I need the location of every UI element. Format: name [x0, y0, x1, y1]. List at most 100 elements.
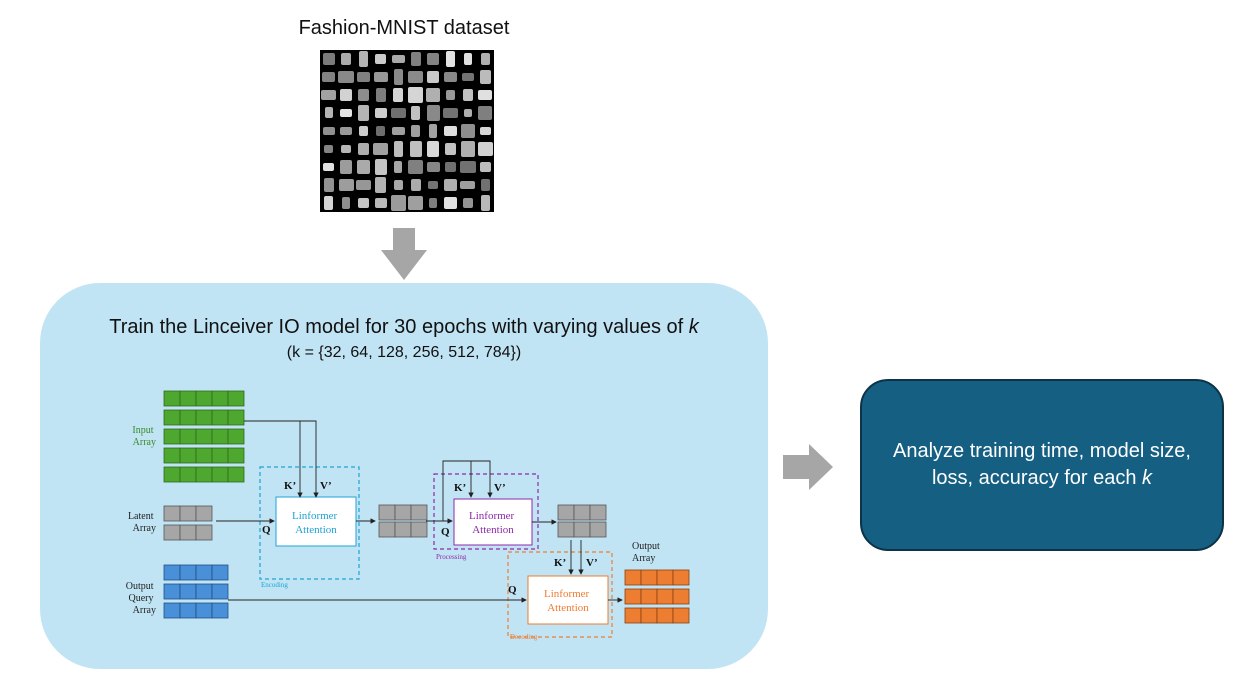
processing-label: Processing [436, 553, 467, 561]
grid-cell [672, 569, 690, 586]
grid-cell [394, 504, 412, 521]
grid-cell [195, 505, 213, 522]
dataset-thumbnail [376, 126, 386, 136]
dataset-thumbnail [356, 180, 371, 190]
encoding-attention-box [275, 496, 357, 547]
grid-cell [227, 428, 245, 445]
dataset-thumbnail [340, 126, 352, 136]
encoding-attention-label: Linformer Attention [292, 510, 340, 536]
dataset-thumbnail [340, 144, 352, 154]
grid-cell [195, 409, 213, 426]
dataset-thumbnail [443, 196, 458, 210]
grid-cell [211, 409, 229, 426]
grid-cell [211, 583, 229, 600]
dataset-thumbnail [460, 160, 476, 174]
encoding-region [259, 466, 360, 580]
dataset-thumbnail [357, 105, 370, 121]
dataset-thumbnail [479, 126, 491, 136]
dataset-thumbnail [373, 71, 388, 83]
grid-cell [211, 447, 229, 464]
dataset-thumbnail [391, 126, 405, 136]
grid-cell [179, 466, 197, 483]
dataset-thumbnail [478, 105, 493, 121]
processing-k-label: K’ [454, 482, 466, 494]
dataset-thumbnail [461, 124, 475, 138]
dataset-thumbnail [357, 89, 370, 101]
grid-cell [557, 521, 575, 538]
dataset-thumbnail [322, 52, 335, 66]
dataset-thumbnail [426, 88, 440, 102]
grid-cell [195, 447, 213, 464]
output-array-grid [624, 569, 690, 624]
dataset-thumbnail [411, 125, 421, 137]
dataset-thumbnail [444, 161, 457, 173]
dataset-thumbnail [409, 141, 422, 157]
dataset-thumbnail [390, 107, 406, 119]
training-panel [40, 283, 768, 669]
processing-attention-box [453, 498, 533, 546]
dataset-thumbnail [410, 52, 421, 66]
grid-cell [195, 564, 213, 581]
grid-cell [394, 521, 412, 538]
grid-cell [227, 390, 245, 407]
dataset-thumbnail [460, 141, 475, 157]
dataset-thumbnail [443, 179, 458, 191]
grid-cell [410, 521, 428, 538]
grid-cell [211, 390, 229, 407]
grid-cell [211, 466, 229, 483]
dataset-thumbnail [410, 179, 421, 191]
dataset-thumbnail [427, 141, 439, 157]
dataset-thumbnail [477, 142, 494, 156]
processing-attention-label: Linformer Attention [469, 510, 517, 536]
dataset-thumbnail [463, 108, 473, 118]
grid-cell [573, 504, 591, 521]
dataset-thumbnail [426, 52, 440, 65]
dataset-thumbnail [393, 87, 404, 103]
dataset-sample-image [320, 50, 494, 212]
grid-cell [227, 447, 245, 464]
dataset-thumbnail [322, 71, 336, 83]
grid-cell [163, 524, 181, 541]
dataset-thumbnail [443, 125, 458, 137]
dataset-thumbnail [478, 89, 493, 101]
dataset-thumbnail [340, 89, 352, 101]
dataset-thumbnail [375, 53, 387, 65]
input-array-label: Input Array [132, 425, 156, 448]
dataset-thumbnail [463, 53, 473, 65]
output-query-array-grid [163, 564, 229, 619]
grid-cell [195, 390, 213, 407]
dataset-thumbnail [463, 89, 473, 101]
dataset-thumbnail [391, 54, 405, 64]
grid-cell [656, 588, 674, 605]
analysis-box: Analyze training time, model size, loss,… [860, 379, 1224, 551]
dataset-thumbnail [429, 123, 438, 139]
grid-cell [378, 504, 396, 521]
dataset-thumbnail [323, 162, 335, 172]
grid-cell [163, 428, 181, 445]
linceiver-architecture-diagram: Input Array Latent Array Output Query Ar… [126, 390, 690, 641]
dataset-thumbnail [427, 180, 439, 190]
dataset-thumbnail [446, 51, 455, 67]
dataset-thumbnail [390, 195, 406, 211]
decoding-label: Decoding [510, 633, 538, 641]
dataset-title: Fashion-MNIST dataset [298, 17, 510, 39]
dataset-thumbnail [359, 51, 368, 67]
grid-cell [163, 505, 181, 522]
grid-cell [163, 602, 181, 619]
grid-cell [179, 428, 197, 445]
dataset-thumbnail [411, 106, 421, 120]
dataset-thumbnail [426, 162, 440, 172]
connection-lines [216, 420, 623, 603]
training-title: Train the Linceiver IO model for 30 epoc… [109, 316, 699, 338]
analysis-text: Analyze training time, model size, loss,… [893, 440, 1191, 489]
dataset-thumbnail [480, 53, 490, 65]
grid-cell [573, 521, 591, 538]
grid-cell [195, 524, 213, 541]
grid-cell [227, 409, 245, 426]
output-array-label: Output Array [632, 541, 662, 564]
encoding-k-label: K’ [284, 480, 296, 492]
grid-cell [211, 428, 229, 445]
processing-q-label: Q [441, 526, 450, 538]
grid-cell [640, 607, 658, 624]
grid-cell [179, 409, 197, 426]
